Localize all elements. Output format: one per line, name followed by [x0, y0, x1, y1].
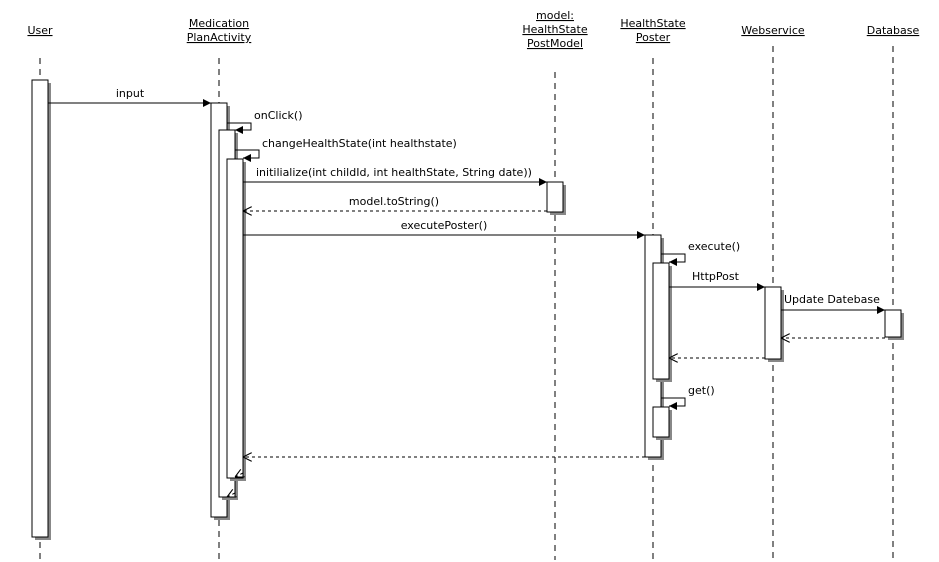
- activation-model: [546, 181, 566, 215]
- participant-model-label-line1: model:: [536, 9, 574, 22]
- participant-activity-label-line2: PlanActivity: [187, 31, 252, 44]
- participant-model: model: HealthState PostModel: [522, 9, 587, 50]
- activation-webservice: [764, 286, 784, 362]
- participant-database-label: Database: [867, 24, 920, 37]
- message-change-return: [235, 473, 243, 477]
- message-update: Update Datebase: [781, 293, 885, 314]
- message-onclick-return: [227, 493, 235, 497]
- message-change: changeHealthState(int healthstate): [235, 137, 457, 162]
- participant-webservice: Webservice: [741, 24, 805, 37]
- participant-model-label-line2: HealthState: [522, 23, 587, 36]
- message-onclick-label: onClick(): [254, 109, 303, 122]
- participant-activity-label-line1: Medication: [189, 17, 249, 30]
- message-update-label: Update Datebase: [784, 293, 880, 306]
- message-input: input: [48, 87, 211, 107]
- message-input-label: input: [116, 87, 145, 100]
- message-tostring-label: model.toString(): [349, 195, 439, 208]
- participant-webservice-label: Webservice: [741, 24, 805, 37]
- message-change-label: changeHealthState(int healthstate): [262, 137, 457, 150]
- message-get-label: get(): [688, 384, 715, 397]
- activation-poster-execute: [652, 262, 672, 382]
- message-execute: execute(): [661, 240, 740, 266]
- participant-poster-label-line2: Poster: [636, 31, 671, 44]
- activation-activity-change: [226, 158, 246, 481]
- message-get: get(): [661, 384, 715, 410]
- message-tostring-return: model.toString(): [243, 195, 547, 211]
- message-init: initilialize(int childId, int healthStat…: [243, 166, 547, 186]
- participant-user: User: [27, 24, 53, 37]
- participant-poster-label-line1: HealthState: [620, 17, 685, 30]
- message-init-label: initilialize(int childId, int healthStat…: [256, 166, 532, 179]
- message-onclick: onClick(): [227, 109, 303, 134]
- activation-user: [31, 79, 51, 540]
- message-executeposter: executePoster(): [243, 219, 645, 239]
- message-execute-label: execute(): [688, 240, 740, 253]
- activation-database: [884, 309, 904, 340]
- participant-activity: Medication PlanActivity: [187, 17, 252, 44]
- activation-poster-get: [652, 406, 672, 440]
- participant-poster: HealthState Poster: [620, 17, 685, 44]
- message-httppost: HttpPost: [669, 270, 765, 291]
- participant-user-label: User: [27, 24, 53, 37]
- message-httppost-label: HttpPost: [692, 270, 740, 283]
- participant-database: Database: [867, 24, 920, 37]
- message-executeposter-label: executePoster(): [401, 219, 488, 232]
- participant-model-label-line3: PostModel: [527, 37, 583, 50]
